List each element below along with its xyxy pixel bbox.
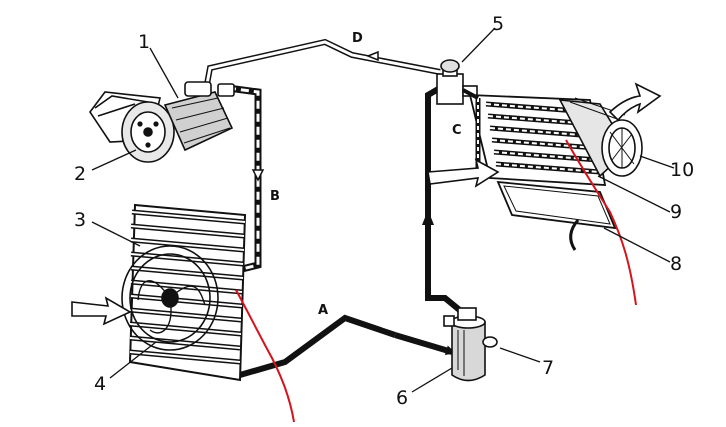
label-b: B xyxy=(270,189,280,204)
label-7: 7 xyxy=(542,357,554,379)
airflow-in-evaporator xyxy=(427,158,500,188)
label-d: D xyxy=(352,31,363,46)
label-5: 5 xyxy=(492,13,504,35)
leader-lines xyxy=(91,27,675,393)
label-10: 10 xyxy=(670,159,694,181)
label-1: 1 xyxy=(138,31,150,53)
label-6: 6 xyxy=(396,387,408,409)
label-8: 8 xyxy=(670,253,682,275)
drip-tray xyxy=(496,180,617,251)
label-4: 4 xyxy=(94,373,106,395)
label-a: A xyxy=(318,303,328,318)
airflow-in-condenser xyxy=(71,296,132,326)
condenser xyxy=(121,203,247,382)
airflow-out-blower xyxy=(608,82,662,122)
red-annotation-condenser xyxy=(235,289,295,423)
condenser-fan xyxy=(121,245,219,351)
expansion-valve xyxy=(436,59,478,105)
pipe-liquid xyxy=(422,85,464,315)
label-9: 9 xyxy=(670,201,682,223)
pipe-d xyxy=(202,38,441,96)
blower-fan xyxy=(558,97,643,178)
label-c: C xyxy=(452,123,462,138)
pipe-b xyxy=(227,84,265,274)
receiver-drier xyxy=(443,307,498,382)
label-3: 3 xyxy=(74,209,86,231)
red-annotation-evaporator xyxy=(565,139,637,306)
pipe-a xyxy=(239,314,456,378)
compressor xyxy=(89,81,235,163)
label-2: 2 xyxy=(74,163,86,185)
